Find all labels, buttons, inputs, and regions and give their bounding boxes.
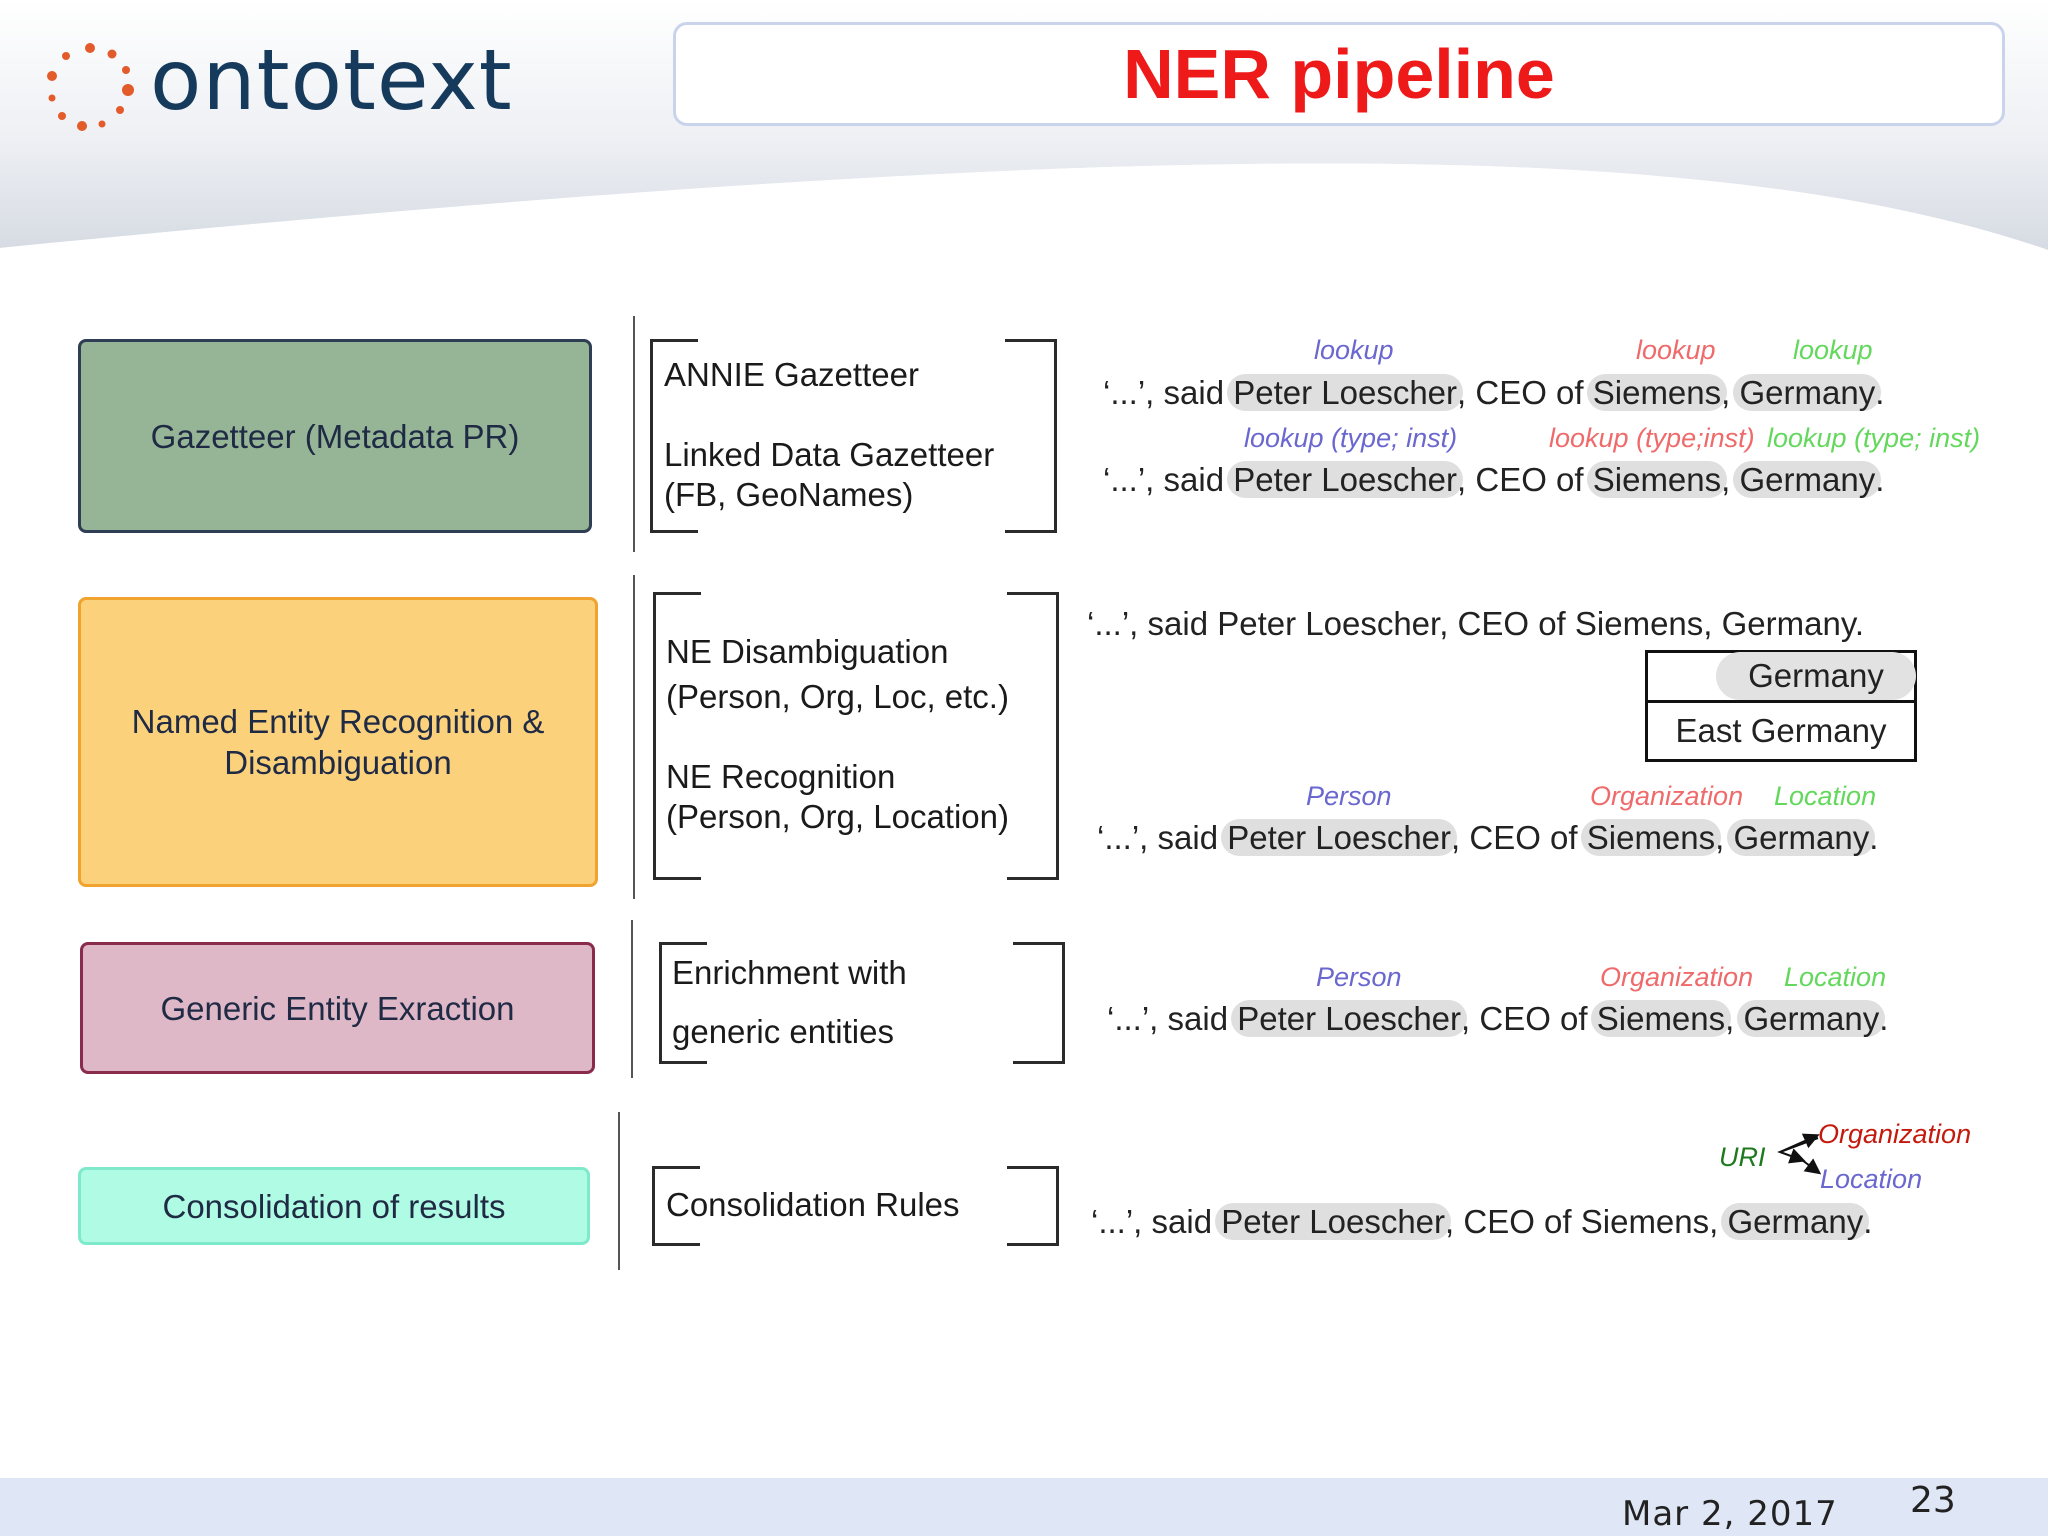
stage-gazetteer: Gazetteer (Metadata PR): [78, 339, 592, 533]
entity-person: Peter Loescher: [1231, 1000, 1468, 1037]
process-linked-data-gazetteer: Linked Data Gazetteer: [664, 436, 995, 473]
entity-loc: Germany: [1721, 1203, 1870, 1240]
page-number: 23: [1910, 1480, 1956, 1521]
bracket-right: [1005, 339, 1057, 533]
process-ne-disambiguation-types: (Person, Org, Loc, etc.): [666, 678, 1009, 715]
sentence-end: .: [1879, 1000, 1889, 1037]
process-ne-recognition-types: (Person, Org, Location): [666, 798, 1009, 835]
entity-org: Siemens: [1580, 1203, 1710, 1240]
example-sentence-plain: ‘...’, said Peter Loescher, CEO of Sieme…: [1087, 605, 1865, 642]
separator-line: [631, 920, 633, 1078]
separator-line: [633, 575, 635, 899]
sentence-middle: , CEO of: [1445, 1203, 1581, 1240]
annotation-organization: Organization: [1818, 1119, 1972, 1149]
bracket-left: [650, 339, 698, 533]
entity-loc: Germany: [1737, 1000, 1886, 1037]
annotation-lookup-person: lookup: [1314, 335, 1394, 365]
uri-branch-arrows-icon: [1777, 1133, 1822, 1175]
entity-person: Peter Loescher: [1227, 374, 1464, 411]
example-sentence: ‘...’, said Peter Loescher, CEO of Sieme…: [1097, 816, 1878, 860]
bracket-left: [652, 1166, 700, 1246]
bracket-right: [1007, 592, 1059, 880]
process-enrichment: Enrichment with: [672, 954, 907, 991]
stage-consolidation: Consolidation of results: [78, 1167, 590, 1245]
annotation-person: Person: [1316, 962, 1402, 992]
sentence-sep: ,: [1715, 819, 1734, 856]
sentence-middle: , CEO of: [1457, 374, 1593, 411]
entity-org: Siemens: [1586, 374, 1728, 411]
annotation-lookup-loc: lookup: [1793, 335, 1873, 365]
process-ne-disambiguation: NE Disambiguation: [666, 633, 949, 670]
candidate-east-germany: East Germany: [1675, 712, 1887, 749]
entity-loc: Germany: [1733, 461, 1882, 498]
sentence-middle: , CEO of: [1461, 1000, 1597, 1037]
example-sentence: ‘...’, said Peter Loescher, CEO of Sieme…: [1091, 1200, 1872, 1244]
sentence-sep: ,: [1721, 461, 1740, 498]
annotation-location: Location: [1784, 962, 1887, 992]
example-sentence: ‘...’, said Peter Loescher, CEO of Sieme…: [1107, 997, 1888, 1041]
entity-person: Peter Loescher: [1215, 1203, 1452, 1240]
candidate-germany: Germany: [1716, 652, 1916, 700]
entity-person: Peter Loescher: [1227, 461, 1464, 498]
bracket-left: [653, 592, 701, 880]
bracket-left: [659, 942, 707, 1064]
footer-date: Mar 2, 2017: [1622, 1494, 1838, 1534]
sentence-sep: ,: [1725, 1000, 1744, 1037]
entity-person: Peter Loescher: [1221, 819, 1458, 856]
process-generic-entities: generic entities: [672, 1013, 894, 1050]
entity-org: Siemens: [1586, 461, 1728, 498]
footer-bar: [0, 1478, 2048, 1536]
annotation-lookup-type-person: lookup (type; inst): [1244, 423, 1458, 453]
entity-org: Siemens: [1580, 819, 1722, 856]
separator-line: [618, 1112, 620, 1270]
sentence-prefix: ‘...’, said: [1107, 1000, 1238, 1037]
sentence-end: .: [1869, 819, 1879, 856]
sentence-prefix: ‘...’, said: [1091, 1203, 1222, 1240]
sentence-middle: , CEO of: [1451, 819, 1587, 856]
candidate-divider: [1645, 700, 1917, 703]
title-frame: [673, 22, 2005, 126]
annotation-organization: Organization: [1600, 962, 1754, 992]
annotation-lookup-type-loc: lookup (type; inst): [1767, 423, 1981, 453]
process-consolidation-rules: Consolidation Rules: [666, 1186, 960, 1223]
sentence-end: .: [1875, 461, 1885, 498]
entity-org: Siemens: [1590, 1000, 1732, 1037]
bracket-right: [1007, 1166, 1059, 1246]
example-sentence: ‘...’, said Peter Loescher, CEO of Sieme…: [1103, 371, 1884, 415]
annotation-lookup-type-org: lookup (type;inst): [1549, 423, 1755, 453]
sentence-prefix: ‘...’, said: [1103, 461, 1234, 498]
annotation-uri: URI: [1719, 1142, 1766, 1172]
bracket-right: [1013, 942, 1065, 1064]
example-sentence: ‘...’, said Peter Loescher, CEO of Sieme…: [1103, 458, 1884, 502]
process-annie-gazetteer: ANNIE Gazetteer: [664, 356, 919, 393]
annotation-lookup-org: lookup: [1636, 335, 1716, 365]
stage-generic-entity-extraction: Generic Entity Exraction: [80, 942, 595, 1074]
sentence-end: .: [1875, 374, 1885, 411]
logo-text: ontotext: [150, 31, 513, 129]
sentence-end: .: [1863, 1203, 1873, 1240]
sentence-sep: ,: [1709, 1203, 1728, 1240]
page-title: NER pipeline: [1123, 35, 1555, 113]
sentence-prefix: ‘...’, said: [1103, 374, 1234, 411]
annotation-person: Person: [1306, 781, 1392, 811]
stage-ner-disambiguation: Named Entity Recognition & Disambiguatio…: [78, 597, 598, 887]
separator-line: [633, 316, 635, 552]
process-linked-data-sources: (FB, GeoNames): [664, 476, 914, 513]
sentence-prefix: ‘...’, said: [1097, 819, 1228, 856]
annotation-location: Location: [1774, 781, 1877, 811]
entity-loc: Germany: [1733, 374, 1882, 411]
annotation-organization: Organization: [1590, 781, 1744, 811]
annotation-location: Location: [1820, 1164, 1923, 1194]
ontotext-logo-icon: [47, 43, 134, 131]
sentence-sep: ,: [1721, 374, 1740, 411]
sentence-middle: , CEO of: [1457, 461, 1593, 498]
entity-loc: Germany: [1727, 819, 1876, 856]
process-ne-recognition: NE Recognition: [666, 758, 896, 795]
